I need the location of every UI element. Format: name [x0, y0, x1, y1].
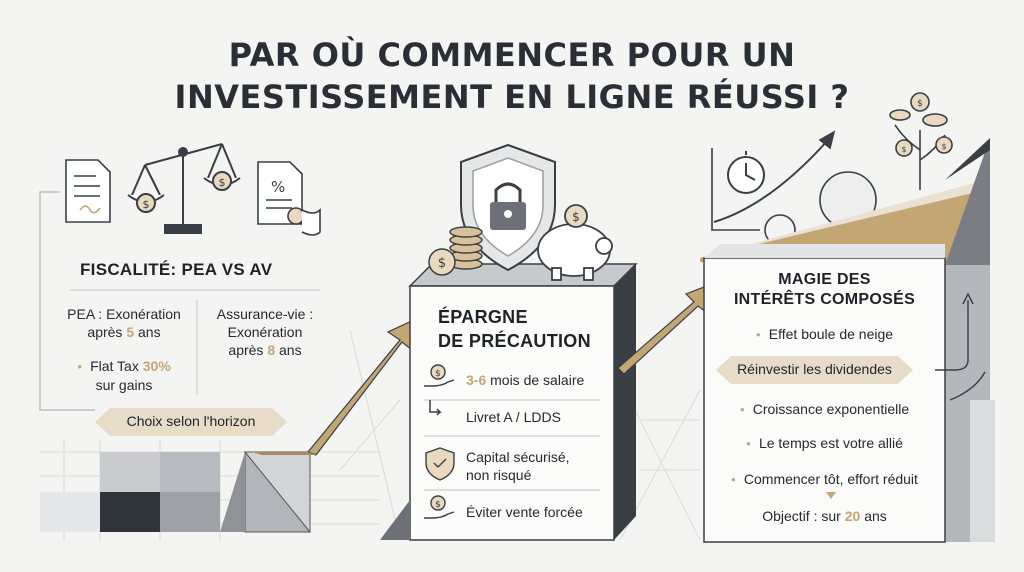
- pea-years: 5: [126, 324, 135, 340]
- flat-tax-value: 30%: [142, 358, 171, 374]
- interets-heading-line-1: MAGIE DES: [778, 271, 871, 288]
- pea-after: après: [87, 324, 123, 340]
- av-years: 8: [267, 342, 276, 358]
- right-item-2-text: Croissance exponentielle: [740, 401, 909, 417]
- av-after: après: [228, 342, 264, 358]
- capital-item: Capital sécurisé, non risqué: [466, 448, 570, 484]
- hand-coin-icon: [424, 364, 455, 387]
- choice-label: Choix selon l'horizon: [126, 413, 256, 429]
- interets-heading-line-2: INTÉRÊTS COMPOSÉS: [733, 291, 916, 308]
- base-blocks: [40, 450, 312, 533]
- right-item-1-text: Effet boule de neige: [756, 326, 893, 342]
- epargne-heading-line-1: ÉPARGNE: [438, 307, 528, 327]
- epargne-heading-line-2: DE PRÉCAUTION: [438, 331, 591, 351]
- piggy-bank-icon: [537, 204, 613, 281]
- right-item-4-text: Commencer tôt, effort réduit: [731, 471, 918, 487]
- goal-prefix: Objectif : sur: [762, 508, 841, 524]
- right-item-3: Le temps est votre allié: [704, 434, 945, 453]
- coin-stack-icon: [428, 226, 483, 276]
- growth-ramp: [700, 138, 995, 542]
- right-item-4: Commencer tôt, effort réduit: [704, 470, 945, 489]
- shield-check-icon: [425, 447, 455, 481]
- document-icon: [65, 159, 111, 223]
- salary-value: 3-6: [466, 372, 487, 388]
- percent-symbol: %: [271, 178, 285, 196]
- right-panel: [703, 244, 946, 543]
- dollar-symbol: $: [901, 145, 906, 154]
- right-item-2: Croissance exponentielle: [704, 400, 945, 419]
- choice-pill: [95, 408, 287, 436]
- pea-delay: après 5 ans: [54, 323, 194, 341]
- livret-item: Livret A / LDDS: [466, 409, 561, 425]
- dollar-symbol: $: [572, 210, 580, 224]
- goal-unit: ans: [864, 508, 887, 524]
- pea-label: PEA : Exonération: [67, 306, 181, 322]
- left-bracket: [39, 191, 95, 411]
- goal-line: Objectif : sur 20 ans: [704, 507, 945, 525]
- salary-item: 3-6 mois de salaire: [466, 371, 584, 389]
- pea-unit: ans: [138, 324, 161, 340]
- interets-heading: MAGIE DES INTÉRÊTS COMPOSÉS: [704, 270, 945, 310]
- av-delay: après 8 ans: [205, 341, 325, 359]
- flat-tax-label: Flat Tax: [77, 358, 139, 374]
- dollar-symbol: $: [435, 500, 441, 510]
- reinvest-label: Réinvestir les dividendes: [737, 361, 892, 377]
- flat-tax-block: Flat Tax 30% sur gains: [54, 357, 194, 394]
- side-arrows: [935, 292, 986, 401]
- dollar-symbol: $: [941, 142, 946, 151]
- av-label-2: Exonération: [227, 324, 303, 340]
- epargne-heading: ÉPARGNE DE PRÉCAUTION: [438, 305, 591, 353]
- av-unit: ans: [279, 342, 302, 358]
- eviter-item: Éviter vente forcée: [466, 504, 583, 520]
- pea-block: PEA : Exonération après 5 ans: [54, 305, 194, 341]
- dollar-symbol: $: [435, 369, 441, 379]
- shield-lock-icon: [460, 143, 556, 272]
- dollar-symbol: $: [917, 99, 923, 109]
- dollar-symbol: $: [438, 256, 446, 271]
- av-block: Assurance-vie : Exonération après 8 ans: [205, 305, 325, 359]
- balance-scale-icon: [127, 143, 241, 234]
- dollar-symbol: $: [219, 176, 226, 189]
- compound-chart: [711, 130, 836, 231]
- capital-line-2: non risqué: [466, 467, 532, 483]
- fiscalite-heading: FISCALITÉ: PEA VS AV: [80, 260, 273, 279]
- percent-document-icon: [257, 161, 321, 236]
- dollar-symbol: $: [143, 198, 150, 211]
- money-tree-icon: [889, 92, 953, 190]
- right-item-1: Effet boule de neige: [704, 325, 945, 344]
- salary-text: mois de salaire: [490, 372, 585, 388]
- flat-tax-line: Flat Tax 30%: [54, 357, 194, 376]
- page-title: PAR OÙ COMMENCER POUR UN INVESTISSEMENT …: [0, 34, 1024, 118]
- flat-tax-suffix: sur gains: [95, 377, 153, 393]
- av-label: Assurance-vie :: [216, 306, 314, 322]
- title-line-1: PAR OÙ COMMENCER POUR UN: [228, 36, 796, 74]
- hand-coin-icon: [424, 495, 455, 519]
- capital-line-1: Capital sécurisé,: [466, 449, 570, 465]
- right-item-3-text: Le temps est votre allié: [746, 435, 903, 451]
- goal-years: 20: [844, 508, 861, 524]
- title-line-2: INVESTISSEMENT EN LIGNE RÉUSSI ?: [174, 78, 850, 116]
- middle-item-icons: [424, 399, 600, 491]
- clock-icon: [727, 151, 765, 194]
